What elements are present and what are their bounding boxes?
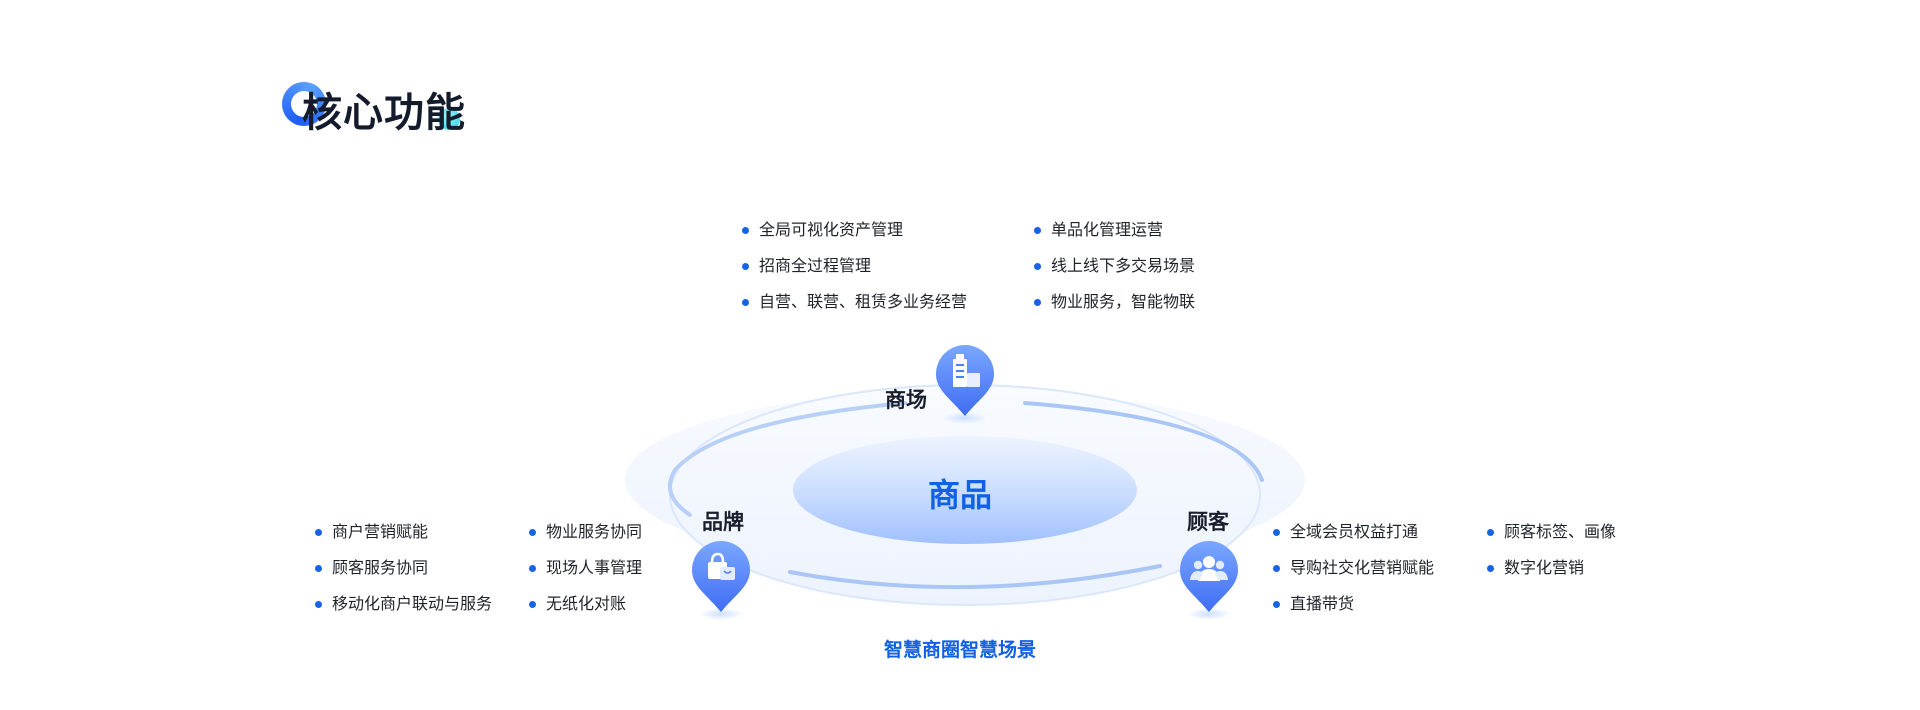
- list-item: 移动化商户联动与服务: [315, 586, 492, 622]
- list-item: 招商全过程管理: [742, 248, 967, 284]
- list-item: 线上线下多交易场景: [1034, 248, 1195, 284]
- brand-features-left: 商户营销赋能 顾客服务协同 移动化商户联动与服务: [315, 514, 492, 622]
- customer-pin: [1180, 541, 1238, 620]
- users-icon: [1190, 556, 1228, 581]
- list-item: 物业服务协同: [529, 514, 642, 550]
- list-item: 导购社交化营销赋能: [1273, 550, 1434, 586]
- customer-features-right: 顾客标签、画像 数字化营销: [1487, 514, 1616, 586]
- list-item: 顾客服务协同: [315, 550, 492, 586]
- section-title: 核心功能: [282, 78, 472, 138]
- list-item: 单品化管理运营: [1034, 212, 1195, 248]
- list-item: 全局可视化资产管理: [742, 212, 967, 248]
- diagram-caption: 智慧商圈智慧场景: [883, 639, 1036, 661]
- list-item: 物业服务，智能物联: [1034, 284, 1195, 320]
- list-item: 现场人事管理: [529, 550, 642, 586]
- page-title: 核心功能: [302, 90, 466, 136]
- mall-features-right: 单品化管理运营 线上线下多交易场景 物业服务，智能物联: [1034, 212, 1195, 320]
- mall-pin: [936, 345, 994, 424]
- node-label-customer: 顾客: [1187, 510, 1229, 534]
- node-label-brand: 品牌: [702, 510, 744, 534]
- node-label-mall: 商场: [885, 388, 927, 412]
- title-dot-decoration: [438, 108, 460, 130]
- list-item: 直播带货: [1273, 586, 1434, 622]
- title-ring-decoration: [282, 82, 326, 126]
- list-item: 商户营销赋能: [315, 514, 492, 550]
- list-item: 顾客标签、画像: [1487, 514, 1616, 550]
- brand-features-right: 物业服务协同 现场人事管理 无纸化对账: [529, 514, 642, 622]
- orbit-arc-left: [668, 401, 907, 517]
- brand-pin: [692, 541, 750, 620]
- list-item: 无纸化对账: [529, 586, 642, 622]
- customer-features-left: 全域会员权益打通 导购社交化营销赋能 直播带货: [1273, 514, 1434, 622]
- list-item: 自营、联营、租赁多业务经营: [742, 284, 967, 320]
- shopping-bag-icon: [708, 552, 735, 580]
- orbit-arc-right: [1023, 401, 1264, 482]
- center-label: 商品: [927, 476, 992, 514]
- core-disc: [793, 436, 1137, 544]
- orbit-arc-bottom: [788, 564, 1162, 590]
- building-icon: [953, 354, 980, 387]
- list-item: 全域会员权益打通: [1273, 514, 1434, 550]
- mall-features-left: 全局可视化资产管理 招商全过程管理 自营、联营、租赁多业务经营: [742, 212, 967, 320]
- list-item: 数字化营销: [1487, 550, 1616, 586]
